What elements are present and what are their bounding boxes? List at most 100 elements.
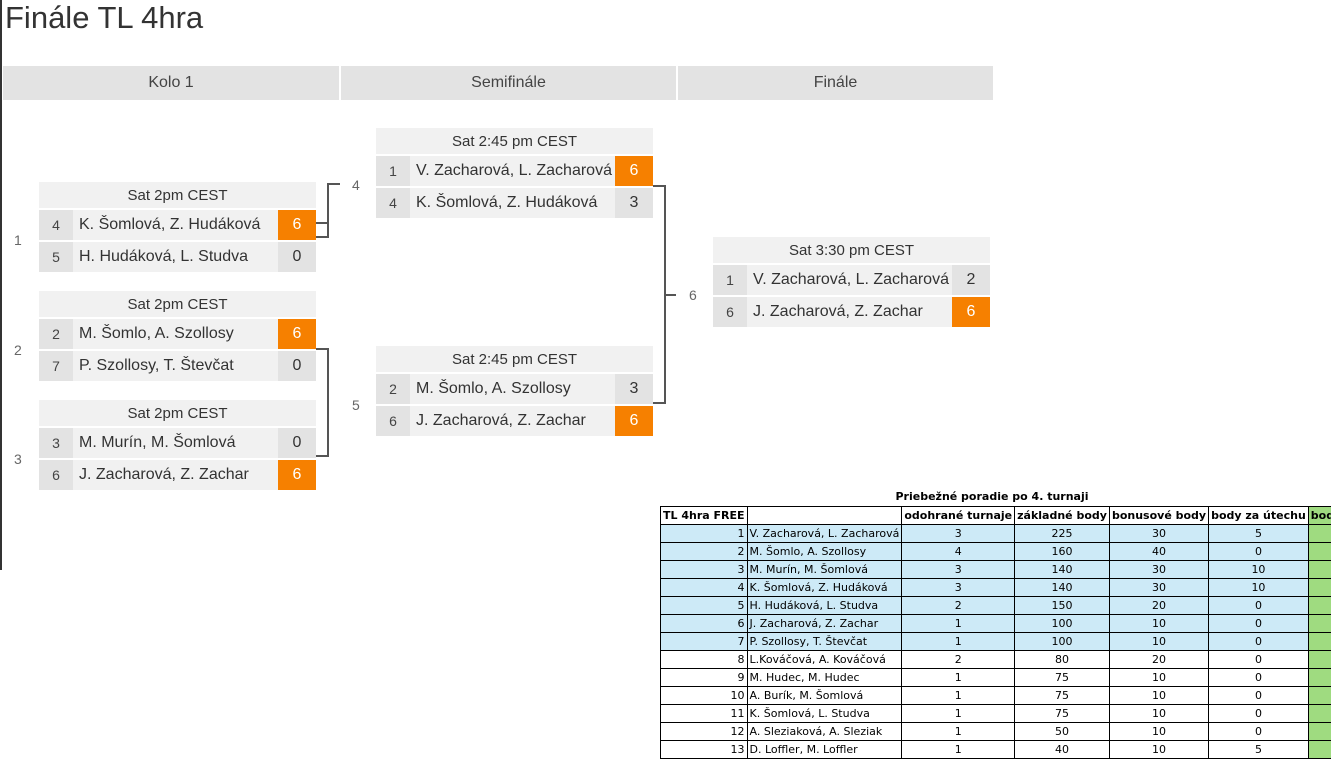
team-row[interactable]: 6 J. Zacharová, Z. Zachar 6 xyxy=(376,406,653,436)
consolation-points-cell: 0 xyxy=(1208,704,1309,723)
team-name: M. Šomlo, A. Szollosy xyxy=(416,380,571,397)
bonus-points-cell: 40 xyxy=(1108,542,1210,561)
team-name-cell: K. Šomlová, Z. Hudáková xyxy=(746,578,903,597)
played-cell: 1 xyxy=(901,722,1016,741)
match-3[interactable]: Sat 2pm CEST 3 M. Murín, M. Šomlová 0 6 … xyxy=(39,400,316,490)
seed: 1 xyxy=(713,265,747,295)
team-row[interactable]: 6 J. Zacharová, Z. Zachar 6 xyxy=(39,460,316,490)
total-points-cell: 170 xyxy=(1307,596,1331,615)
score: 6 xyxy=(615,156,653,186)
match-4[interactable]: Sat 2:45 pm CEST 1 V. Zacharová, L. Zach… xyxy=(376,128,653,218)
standings-row: 6J. Zacharová, Z. Zachar1100100110 xyxy=(660,614,1331,633)
header-played: odohrané turnaje xyxy=(901,506,1016,525)
team-name: H. Hudáková, L. Studva xyxy=(79,248,248,265)
team-name-cell: M. Murín, M. Šomlová xyxy=(746,560,903,579)
team-name: J. Zacharová, Z. Zachar xyxy=(416,412,586,429)
standings-title: Priebežné poradie po 4. turnaji xyxy=(895,490,1089,503)
consolation-points-cell: 0 xyxy=(1208,722,1309,741)
team-name-cell: V. Zacharová, L. Zacharová xyxy=(746,524,903,543)
team-row[interactable]: 3 M. Murín, M. Šomlová 0 xyxy=(39,428,316,458)
bonus-points-cell: 10 xyxy=(1108,614,1210,633)
bonus-points-cell: 30 xyxy=(1108,578,1210,597)
score: 6 xyxy=(615,406,653,436)
seed: 1 xyxy=(376,156,410,186)
standings-row: 11K. Šomlová, L. Studva17510085 xyxy=(660,704,1331,723)
team-row[interactable]: 6 J. Zacharová, Z. Zachar 6 xyxy=(713,297,990,327)
rank-cell: 11 xyxy=(660,704,748,723)
played-cell: 1 xyxy=(901,686,1016,705)
seed: 3 xyxy=(39,428,73,458)
team-name: J. Zacharová, Z. Zachar xyxy=(753,303,923,320)
base-points-cell: 75 xyxy=(1014,704,1110,723)
played-cell: 3 xyxy=(901,560,1016,579)
standings-row: 3M. Murín, M. Šomlová31403010180 xyxy=(660,560,1331,579)
rank-cell: 7 xyxy=(660,632,748,651)
match-time: Sat 2pm CEST xyxy=(39,291,316,317)
team-row[interactable]: 4 K. Šomlová, Z. Hudáková 6 xyxy=(39,210,316,240)
match-6[interactable]: Sat 3:30 pm CEST 1 V. Zacharová, L. Zach… xyxy=(713,237,990,327)
standings-row: 2M. Šomlo, A. Szollosy4160400200 xyxy=(660,542,1331,561)
rank-cell: 3 xyxy=(660,560,748,579)
team-row[interactable]: 7 P. Szollosy, T. Števčat 0 xyxy=(39,351,316,381)
team-row[interactable]: 4 K. Šomlová, Z. Hudáková 3 xyxy=(376,188,653,218)
score: 6 xyxy=(278,319,316,349)
standings-row: 1V. Zacharová, L. Zacharová3225305260 xyxy=(660,524,1331,543)
base-points-cell: 225 xyxy=(1014,524,1110,543)
match-2[interactable]: Sat 2pm CEST 2 M. Šomlo, A. Szollosy 6 7… xyxy=(39,291,316,381)
consolation-points-cell: 0 xyxy=(1208,596,1309,615)
total-points-cell: 85 xyxy=(1307,704,1331,723)
base-points-cell: 80 xyxy=(1014,650,1110,669)
team-row[interactable]: 5 H. Hudáková, L. Studva 0 xyxy=(39,242,316,272)
standings-row: 12A. Sleziaková, A. Sleziak15010060 xyxy=(660,722,1331,741)
base-points-cell: 140 xyxy=(1014,578,1110,597)
consolation-points-cell: 5 xyxy=(1208,740,1309,759)
header-total: body spolu xyxy=(1307,506,1331,525)
base-points-cell: 150 xyxy=(1014,596,1110,615)
match-time: Sat 3:30 pm CEST xyxy=(713,237,990,263)
connector-match2-3 xyxy=(316,348,329,457)
header-base: základné body xyxy=(1014,506,1110,525)
match-number-1: 1 xyxy=(14,232,22,248)
match-5[interactable]: Sat 2:45 pm CEST 2 M. Šomlo, A. Szollosy… xyxy=(376,346,653,436)
bonus-points-cell: 10 xyxy=(1108,704,1210,723)
team-name: P. Szollosy, T. Števčat xyxy=(79,357,234,374)
played-cell: 1 xyxy=(901,668,1016,687)
team-name-cell: D. Loffler, M. Loffler xyxy=(746,740,903,759)
match-number-5: 5 xyxy=(352,397,360,413)
consolation-points-cell: 5 xyxy=(1208,524,1309,543)
team-row[interactable]: 1 V. Zacharová, L. Zacharová 6 xyxy=(376,156,653,186)
rank-cell: 9 xyxy=(660,668,748,687)
round-header-final: Finále xyxy=(678,66,993,100)
standings-table: TL 4hra FREE odohrané turnaje základné b… xyxy=(660,506,1331,759)
team-name-cell: J. Zacharová, Z. Zachar xyxy=(746,614,903,633)
team-name: M. Šomlo, A. Szollosy xyxy=(79,325,234,342)
base-points-cell: 160 xyxy=(1014,542,1110,561)
match-1[interactable]: Sat 2pm CEST 4 K. Šomlová, Z. Hudáková 6… xyxy=(39,182,316,272)
round-header-semifinal: Semifinále xyxy=(341,66,676,100)
team-row[interactable]: 1 V. Zacharová, L. Zacharová 2 xyxy=(713,265,990,295)
team-row[interactable]: 2 M. Šomlo, A. Szollosy 6 xyxy=(39,319,316,349)
rank-cell: 13 xyxy=(660,740,748,759)
seed: 4 xyxy=(39,210,73,240)
rank-cell: 12 xyxy=(660,722,748,741)
bonus-points-cell: 30 xyxy=(1108,560,1210,579)
total-points-cell: 180 xyxy=(1307,560,1331,579)
match-time: Sat 2pm CEST xyxy=(39,182,316,208)
played-cell: 2 xyxy=(901,650,1016,669)
total-points-cell: 260 xyxy=(1307,524,1331,543)
consolation-points-cell: 0 xyxy=(1208,686,1309,705)
bonus-points-cell: 10 xyxy=(1108,632,1210,651)
team-row[interactable]: 2 M. Šomlo, A. Szollosy 3 xyxy=(376,374,653,404)
standings-body: 1V. Zacharová, L. Zacharová32253052602M.… xyxy=(660,524,1331,759)
base-points-cell: 100 xyxy=(1014,614,1110,633)
consolation-points-cell: 0 xyxy=(1208,542,1309,561)
match-number-3: 3 xyxy=(14,451,22,467)
played-cell: 4 xyxy=(901,542,1016,561)
seed: 4 xyxy=(376,188,410,218)
total-points-cell: 110 xyxy=(1307,632,1331,651)
score: 3 xyxy=(615,188,653,218)
match-number-2: 2 xyxy=(14,342,22,358)
bonus-points-cell: 10 xyxy=(1108,722,1210,741)
standings-row: 13D. Loffler, M. Loffler14010555 xyxy=(660,740,1331,759)
base-points-cell: 75 xyxy=(1014,686,1110,705)
